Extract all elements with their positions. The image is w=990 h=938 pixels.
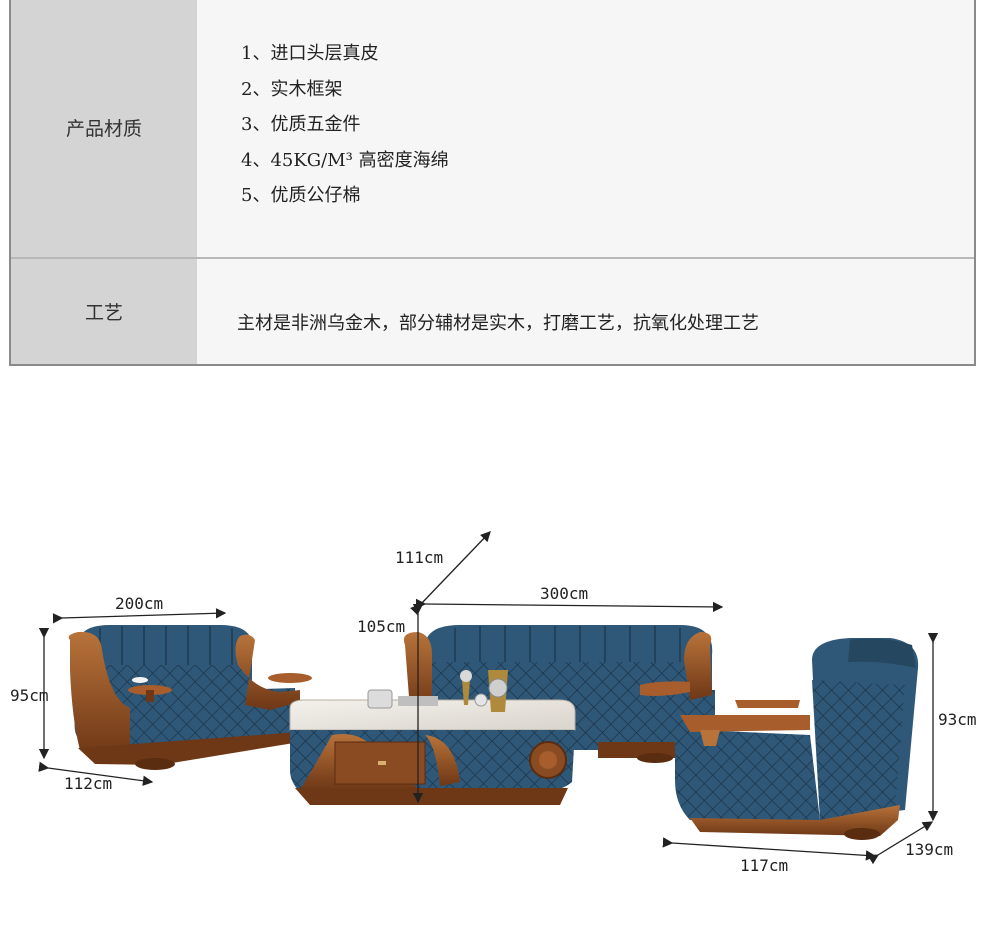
material-item: 3、优质五金件	[241, 114, 361, 135]
sofa-set-illustration	[38, 531, 939, 865]
material-item: 1、进口头层真皮	[241, 43, 379, 64]
loveseat-height-label: 95cm	[10, 686, 49, 705]
spec-table: 产品材质 1、进口头层真皮 2、实木框架 3、优质五金件 4、45KG/M³ 高…	[9, 0, 976, 366]
craft-value-cell: 主材是非洲乌金木，部分辅材是实木，打磨工艺，抗氧化处理工艺	[197, 259, 974, 364]
material-item: 2、实木框架	[241, 78, 343, 100]
chair-depth-label: 139cm	[905, 840, 954, 859]
craft-label: 工艺	[11, 259, 197, 364]
armchair	[675, 638, 919, 840]
product-dimension-diagram: 200cm 95cm 112cm 111cm 105cm 300cm 93cm …	[0, 520, 990, 934]
material-list: 1、进口头层真皮 2、实木框架 3、优质五金件 4、45KG/M³ 高密度海绵 …	[241, 36, 449, 214]
spec-row-material: 产品材质 1、进口头层真皮 2、实木框架 3、优质五金件 4、45KG/M³ 高…	[11, 0, 974, 257]
coffee-table	[289, 670, 576, 805]
loveseat-width-label: 200cm	[115, 594, 164, 613]
material-value-cell: 1、进口头层真皮 2、实木框架 3、优质五金件 4、45KG/M³ 高密度海绵 …	[197, 0, 974, 257]
material-item: 4、45KG/M³ 高密度海绵	[241, 149, 449, 171]
spec-row-craft: 工艺 主材是非洲乌金木，部分辅材是实木，打磨工艺，抗氧化处理工艺	[11, 257, 974, 364]
material-label: 产品材质	[11, 0, 197, 257]
loveseat-depth-label: 112cm	[64, 774, 113, 793]
chair-height-label: 93cm	[938, 710, 977, 729]
craft-value: 主材是非洲乌金木，部分辅材是实木，打磨工艺，抗氧化处理工艺	[237, 313, 759, 334]
dimension-lines	[38, 531, 939, 865]
chair-width-label: 117cm	[740, 856, 789, 875]
loveseat	[68, 625, 312, 770]
sofa-width-label: 300cm	[540, 584, 589, 603]
table-depth-label: 111cm	[395, 548, 444, 567]
table-height-label: 105cm	[357, 617, 406, 636]
material-item: 5、优质公仔棉	[241, 185, 361, 206]
